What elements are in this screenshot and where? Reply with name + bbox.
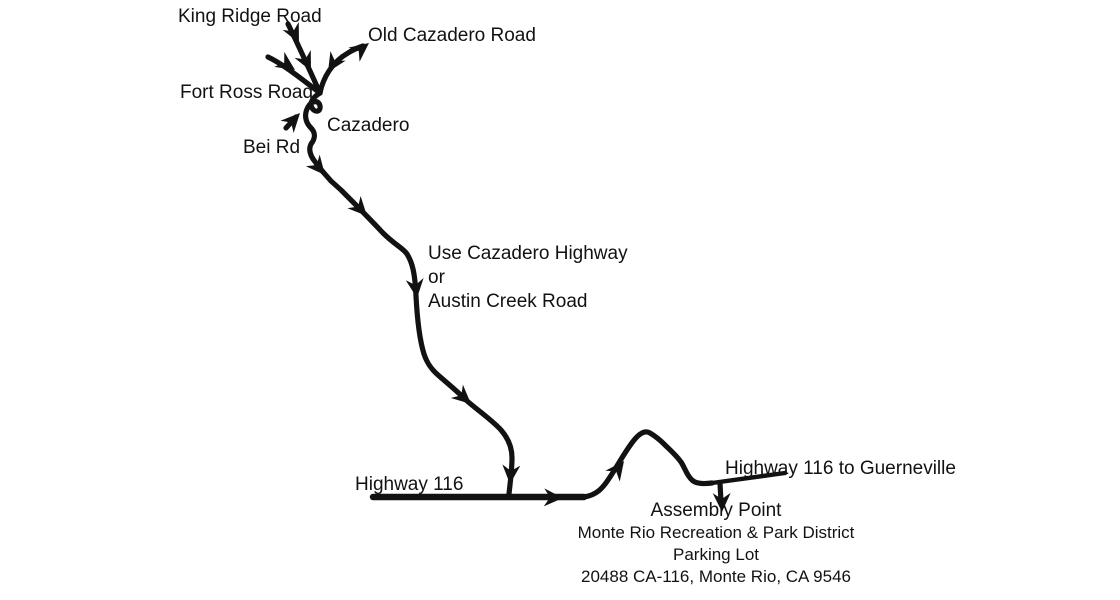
label-cazadero: Cazadero xyxy=(327,115,409,136)
label-route-note-line3: Austin Creek Road xyxy=(428,291,587,312)
old-cazadero-road-line xyxy=(317,43,366,96)
label-route-note-line2: or xyxy=(428,267,446,288)
arrowhead-king-ridge-lower-icon xyxy=(294,49,320,75)
fort-ross-road-line xyxy=(265,54,323,96)
label-assembly-district: Monte Rio Recreation & Park District xyxy=(578,523,855,542)
direction-arrows xyxy=(274,21,731,513)
label-route-note-line1: Use Cazadero Highway xyxy=(428,243,628,264)
label-fort-ross-road: Fort Ross Road xyxy=(180,82,313,103)
assembly-point-block: Assembly Point Monte Rio Recreation & Pa… xyxy=(578,500,855,586)
highway-116-guerneville-line xyxy=(709,470,788,486)
label-old-cazadero-road: Old Cazadero Road xyxy=(368,25,536,46)
main-route-line xyxy=(303,90,515,497)
road-labels: King Ridge Road Old Cazadero Road Fort R… xyxy=(178,6,956,495)
label-highway-116: Highway 116 xyxy=(355,474,463,495)
label-highway-116-to-guerneville: Highway 116 to Guerneville xyxy=(725,458,956,479)
road-lines xyxy=(265,21,788,505)
label-bei-rd: Bei Rd xyxy=(243,137,300,158)
label-king-ridge-road: King Ridge Road xyxy=(178,6,322,27)
label-assembly-parking-lot: Parking Lot xyxy=(673,545,759,564)
label-assembly-point: Assembly Point xyxy=(651,500,783,521)
highway-116-hill-line xyxy=(581,429,715,500)
king-ridge-road-line xyxy=(285,21,323,96)
label-assembly-address: 20488 CA-116, Monte Rio, CA 9546 xyxy=(581,567,851,586)
